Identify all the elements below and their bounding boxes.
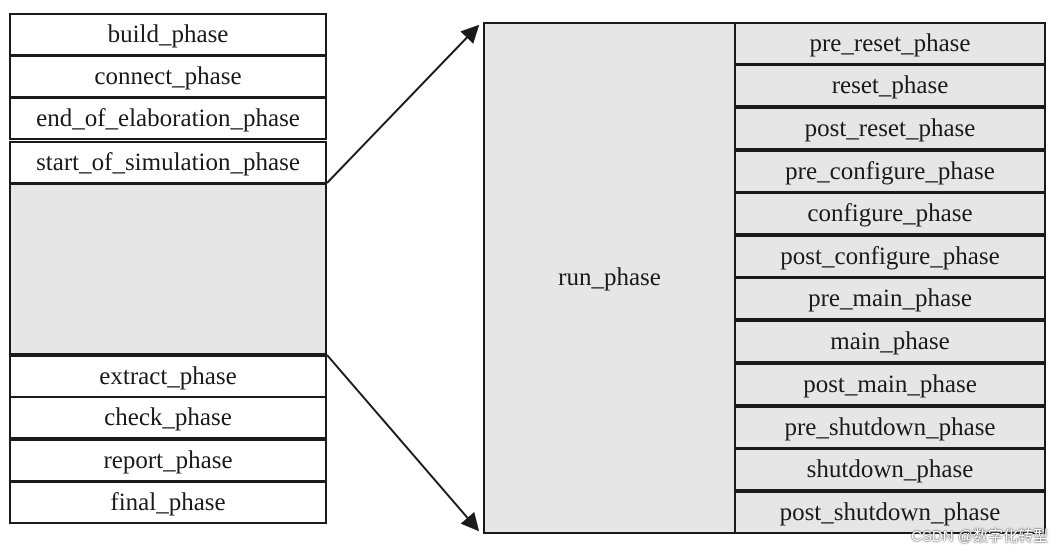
subphase-label: configure_phase [807, 199, 973, 227]
subphase-pre-main: pre_main_phase [734, 277, 1046, 320]
phase-label: extract_phase [99, 362, 237, 390]
subphase-label: pre_configure_phase [785, 157, 995, 185]
phase-label: report_phase [103, 446, 233, 474]
subphase-post-shutdown: post_shutdown_phase [734, 491, 1046, 534]
phase-label: build_phase [107, 20, 229, 48]
phase-connect: connect_phase [9, 55, 327, 98]
phase-end-of-elaboration: end_of_elaboration_phase [9, 97, 327, 140]
subphase-label: main_phase [830, 327, 950, 355]
subphase-label: reset_phase [831, 71, 949, 99]
phase-label: start_of_simulation_phase [36, 148, 300, 176]
phase-label: connect_phase [94, 62, 242, 90]
subphase-post-configure: post_configure_phase [734, 235, 1046, 278]
subphase-post-reset: post_reset_phase [734, 107, 1046, 150]
phase-check: check_phase [9, 396, 327, 439]
subphase-label: pre_reset_phase [809, 29, 971, 57]
subphase-post-main: post_main_phase [734, 363, 1046, 406]
subphase-label: post_configure_phase [780, 242, 1000, 270]
subphase-label: pre_main_phase [808, 284, 972, 312]
subphase-main: main_phase [734, 320, 1046, 363]
run-phase-placeholder [9, 183, 327, 355]
subphase-label: post_reset_phase [804, 114, 976, 142]
subphase-pre-configure: pre_configure_phase [734, 150, 1046, 193]
subphase-reset: reset_phase [734, 64, 1046, 107]
phase-start-of-simulation: start_of_simulation_phase [9, 141, 327, 184]
subphase-pre-reset: pre_reset_phase [734, 22, 1046, 65]
watermark: CSDN @数字化转型 [911, 528, 1048, 545]
run-phase-label: run_phase [558, 264, 661, 291]
subphase-configure: configure_phase [734, 192, 1046, 235]
subphase-label: pre_shutdown_phase [784, 413, 996, 441]
phase-label: end_of_elaboration_phase [36, 104, 300, 132]
run-phase-box: run_phase [483, 22, 736, 534]
subphase-label: shutdown_phase [806, 455, 974, 483]
phase-label: check_phase [104, 403, 232, 431]
phase-report: report_phase [9, 439, 327, 482]
phase-label: final_phase [110, 488, 226, 516]
subphase-shutdown: shutdown_phase [734, 448, 1046, 491]
subphase-pre-shutdown: pre_shutdown_phase [734, 406, 1046, 449]
phase-build: build_phase [9, 13, 327, 56]
subphase-label: post_shutdown_phase [779, 498, 1001, 526]
phase-final: final_phase [9, 481, 327, 524]
subphase-label: post_main_phase [803, 370, 977, 398]
phase-extract: extract_phase [9, 355, 327, 398]
arrow-to-run-bottom [326, 354, 480, 532]
arrow-to-run-top [326, 24, 480, 184]
